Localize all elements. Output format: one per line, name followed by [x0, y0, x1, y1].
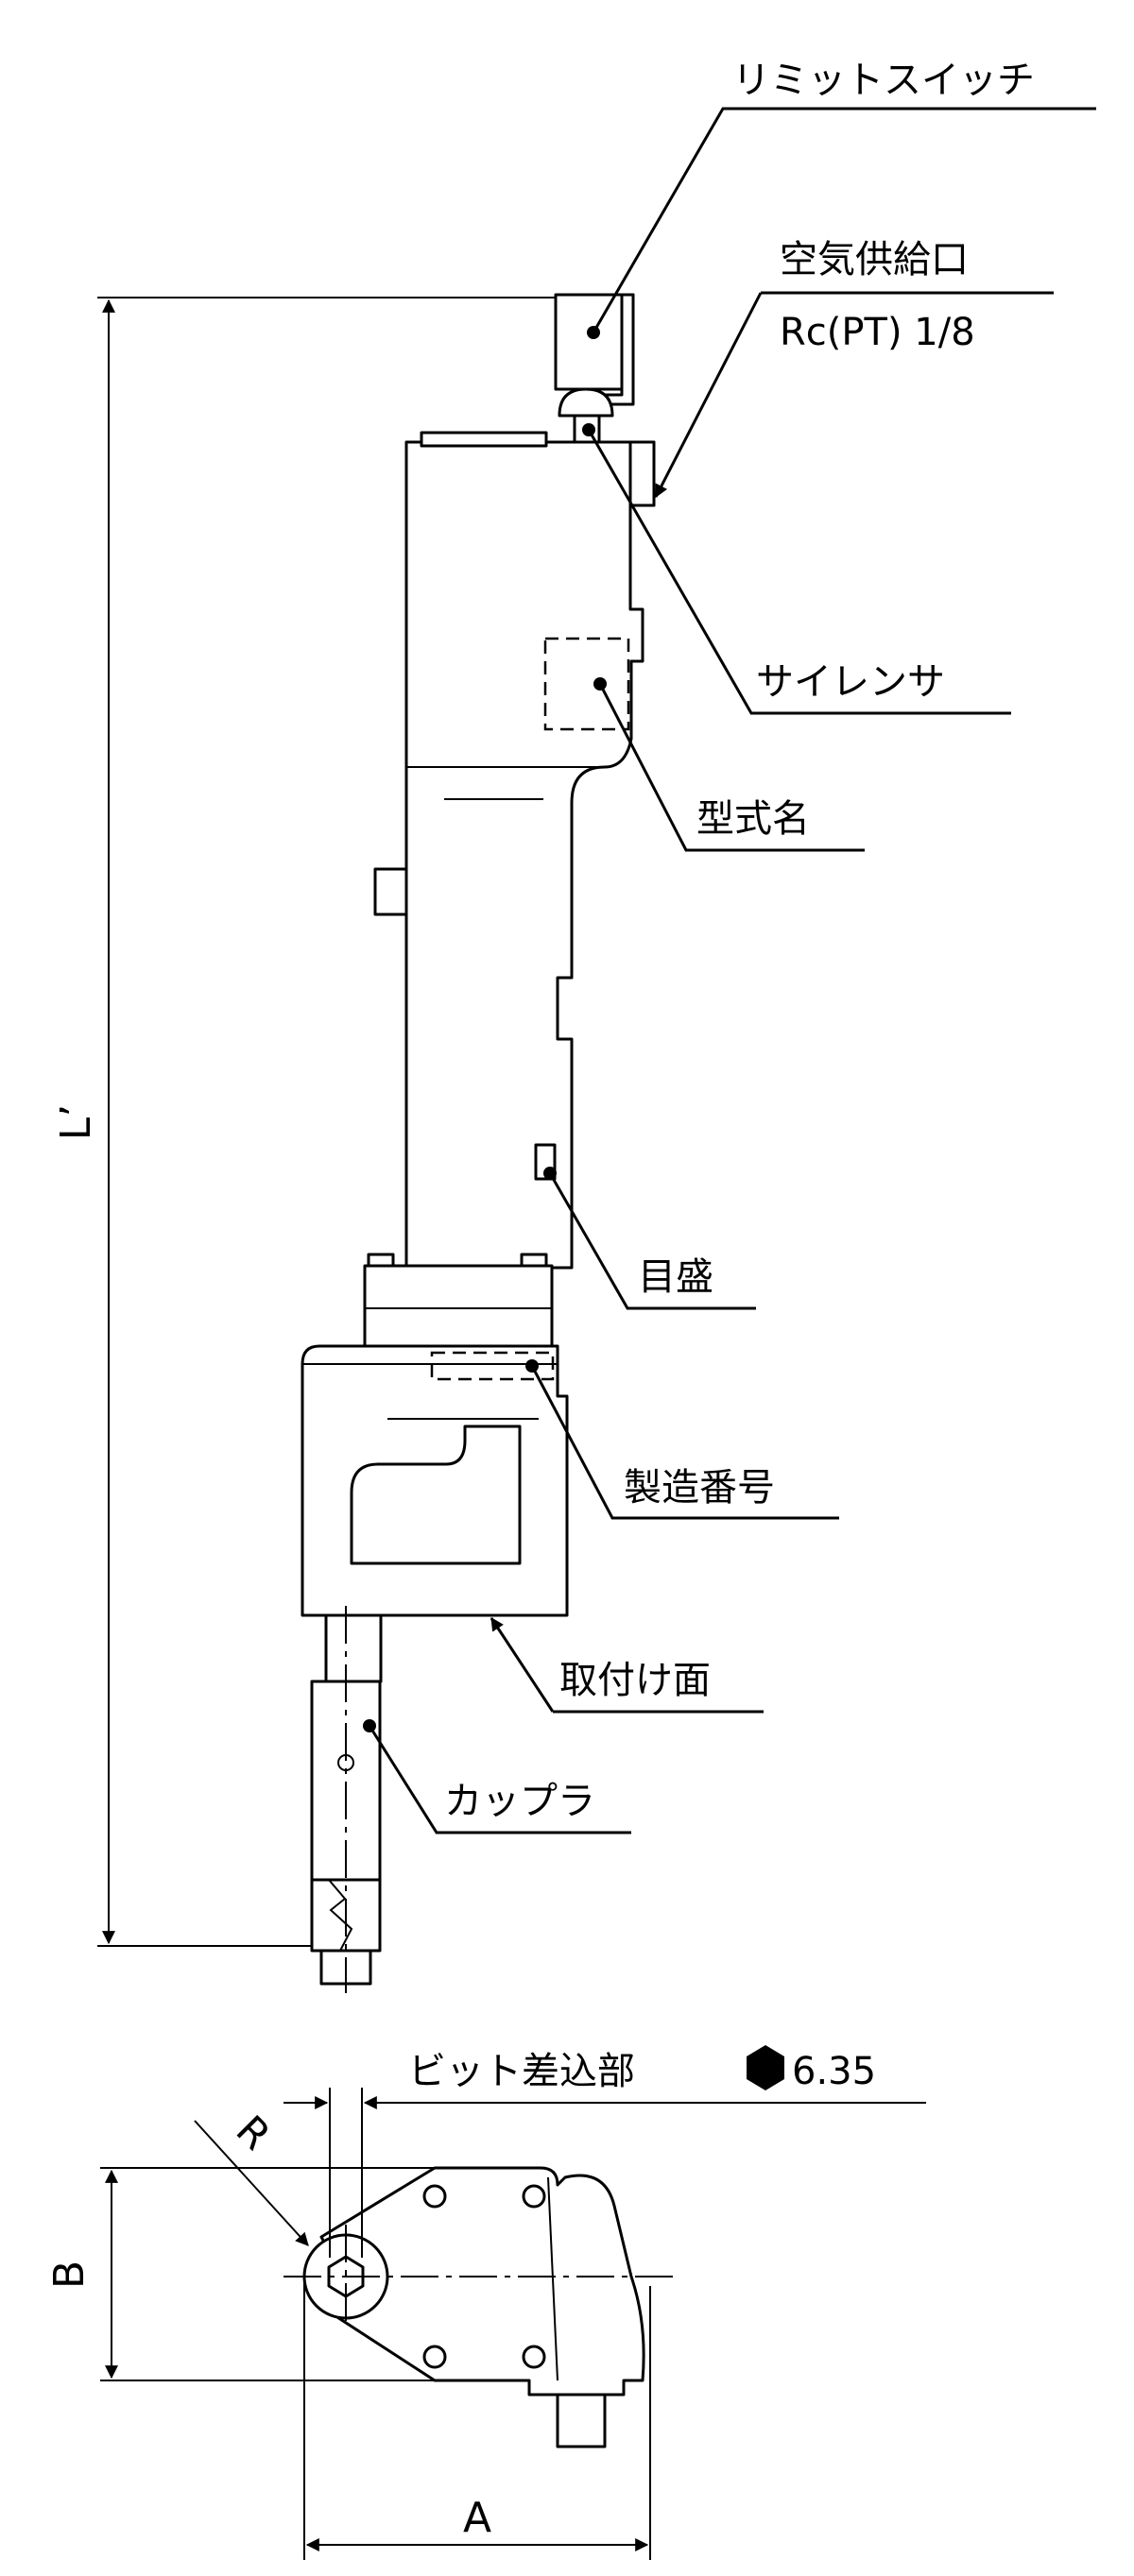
leader-scale	[543, 1167, 756, 1310]
label-bit-size: 6.35	[792, 2050, 876, 2093]
label-air-supply-thread: Rc(PT) 1/8	[780, 311, 975, 354]
air-supply-port	[628, 440, 656, 507]
hex-icon	[747, 2045, 784, 2090]
label-limit-switch: リミットスイッチ	[732, 59, 1035, 102]
bottom-side-pin	[556, 2393, 607, 2448]
label-mounting-face: 取付け面	[559, 1659, 711, 1702]
limit-switch-roller	[558, 387, 614, 418]
label-model-name: 型式名	[696, 797, 810, 841]
side-view	[97, 293, 656, 1993]
dimension-r: R	[228, 2107, 280, 2158]
side-pin	[373, 867, 408, 916]
leader-coupler	[363, 1719, 631, 1834]
leader-model-name	[593, 677, 865, 852]
main-body	[404, 440, 656, 1270]
label-air-supply: 空気供給口	[780, 238, 969, 281]
leader-air-supply	[654, 291, 1054, 499]
silencer-outline	[543, 637, 630, 731]
label-serial-number: 製造番号	[624, 1466, 775, 1510]
top-cap	[420, 431, 548, 448]
flange	[363, 1264, 554, 1349]
leader-serial-number	[525, 1359, 839, 1520]
leader-mounting-face	[490, 1617, 764, 1714]
label-silencer: サイレンサ	[756, 660, 945, 704]
dimension-l-prime: L’	[52, 1104, 100, 1141]
leader-silencer	[582, 423, 1011, 715]
limit-switch-body	[554, 293, 635, 391]
dimension-a: A	[463, 2494, 491, 2542]
leader-limit-switch	[587, 107, 1096, 339]
label-scale: 目盛	[638, 1255, 713, 1299]
serial-plate-outline	[430, 1351, 555, 1381]
bottom-body	[319, 2166, 645, 2397]
coupler-upper	[324, 1613, 383, 1683]
label-bit-insert: ビット差込部	[408, 2050, 635, 2093]
gear-head-recess	[350, 1424, 522, 1565]
dimension-b: B	[45, 2260, 94, 2289]
bottom-view	[100, 2088, 926, 2560]
label-coupler: カップラ	[444, 1780, 595, 1823]
